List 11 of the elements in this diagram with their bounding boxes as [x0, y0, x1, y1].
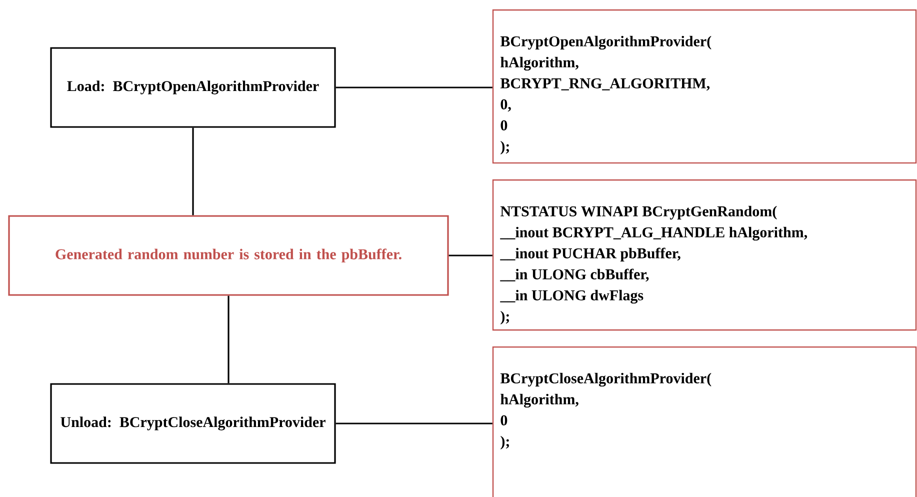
- code-box: NTSTATUS WINAPI BCryptGenRandom( __inout BCRYPT_ALG_HANDLE hAlgorithm, __inout PUCHAR pbBuffer, __in ULONG cbBuffer, __in ULONG dwFlags );: [492, 179, 917, 331]
- code-box: BCryptOpenAlgorithmProvider( hAlgorithm, BCRYPT_RNG_ALGORITHM, 0, 0 );: [492, 9, 917, 164]
- connector-line: [228, 296, 230, 384]
- code-box: BCryptCloseAlgorithmProvider( hAlgorithm, 0 );: [492, 346, 917, 497]
- connector-line: [448, 254, 492, 256]
- connector-line: [192, 128, 194, 216]
- process-box: Unload: BCryptCloseAlgorithmProvider: [50, 383, 336, 464]
- connector-line: [336, 86, 492, 88]
- process-box: Load: BCryptOpenAlgorithmProvider: [50, 47, 336, 128]
- connector-line: [336, 422, 492, 424]
- note-box: Generated random number is stored in the pbBuffer.: [8, 215, 449, 296]
